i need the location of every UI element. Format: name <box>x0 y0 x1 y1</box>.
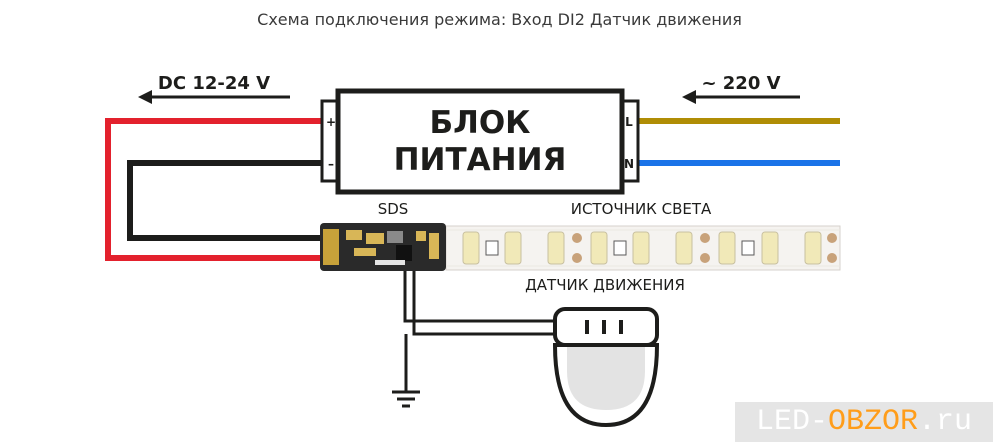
motion-sensor <box>552 307 660 428</box>
ac-voltage-label: ~ 220 V <box>701 73 780 94</box>
sds-label: SDS <box>378 200 409 218</box>
sensor-power-wire <box>412 271 560 336</box>
sds-module <box>320 223 446 271</box>
dc-voltage-label: DC 12-24 V <box>158 73 270 94</box>
page-title: Схема подключения режима: Вход DI2 Датчи… <box>257 10 742 29</box>
terminal-minus: – <box>328 157 334 171</box>
negative-wire <box>127 160 338 241</box>
led-strip <box>445 225 841 271</box>
arrow-left-icon <box>138 90 290 104</box>
positive-wire <box>105 118 338 261</box>
power-supply-label-line2: ПИТАНИЯ <box>394 142 567 178</box>
terminal-plus: + <box>326 115 336 129</box>
terminal-live: L <box>625 115 633 129</box>
motion-sensor-label: ДАТЧИК ДВИЖЕНИЯ <box>525 276 685 294</box>
sensor-signal-wire <box>403 271 560 323</box>
light-source-label: ИСТОЧНИК СВЕТА <box>571 200 712 218</box>
watermark-logo: LED-OBZOR.ru <box>735 402 993 442</box>
arrow-left-icon <box>682 90 800 104</box>
terminal-neutral: N <box>624 157 634 171</box>
power-supply-label-line1: БЛОК <box>429 105 530 141</box>
power-supply-unit: + – L N БЛОК ПИТАНИЯ <box>320 88 640 195</box>
ground-icon <box>392 390 420 408</box>
